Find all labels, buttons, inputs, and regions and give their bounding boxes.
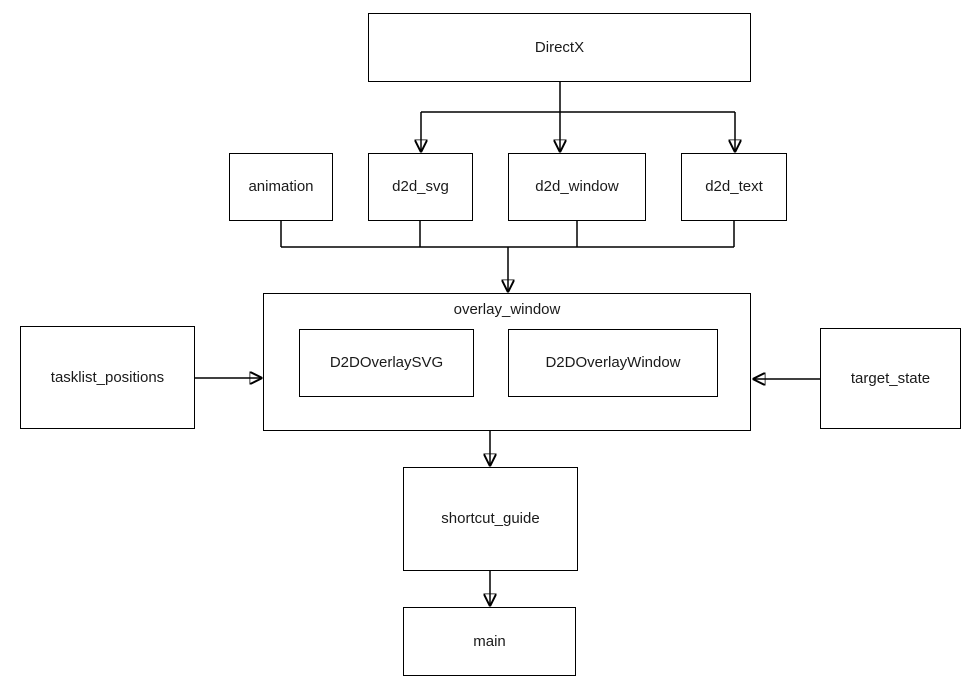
edge-d2d-text-drop [281, 221, 735, 248]
node-directx: DirectX [368, 13, 751, 82]
node-animation: animation [229, 153, 333, 221]
node-d2d-overlay-window: D2DOverlayWindow [508, 329, 718, 397]
node-tasklist-positions: tasklist_positions [20, 326, 195, 429]
node-main: main [403, 607, 576, 676]
node-overlay-window: overlay_window D2DOverlaySVG D2DOverlayW… [263, 293, 751, 431]
node-d2d-overlay-svg: D2DOverlaySVG [299, 329, 474, 397]
overlay-window-label: overlay_window [453, 301, 561, 318]
node-d2d-svg: d2d_svg [368, 153, 473, 221]
node-d2d-text: d2d_text [681, 153, 787, 221]
node-shortcut-guide: shortcut_guide [403, 467, 578, 571]
node-target-state: target_state [820, 328, 961, 429]
node-d2d-window: d2d_window [508, 153, 646, 221]
